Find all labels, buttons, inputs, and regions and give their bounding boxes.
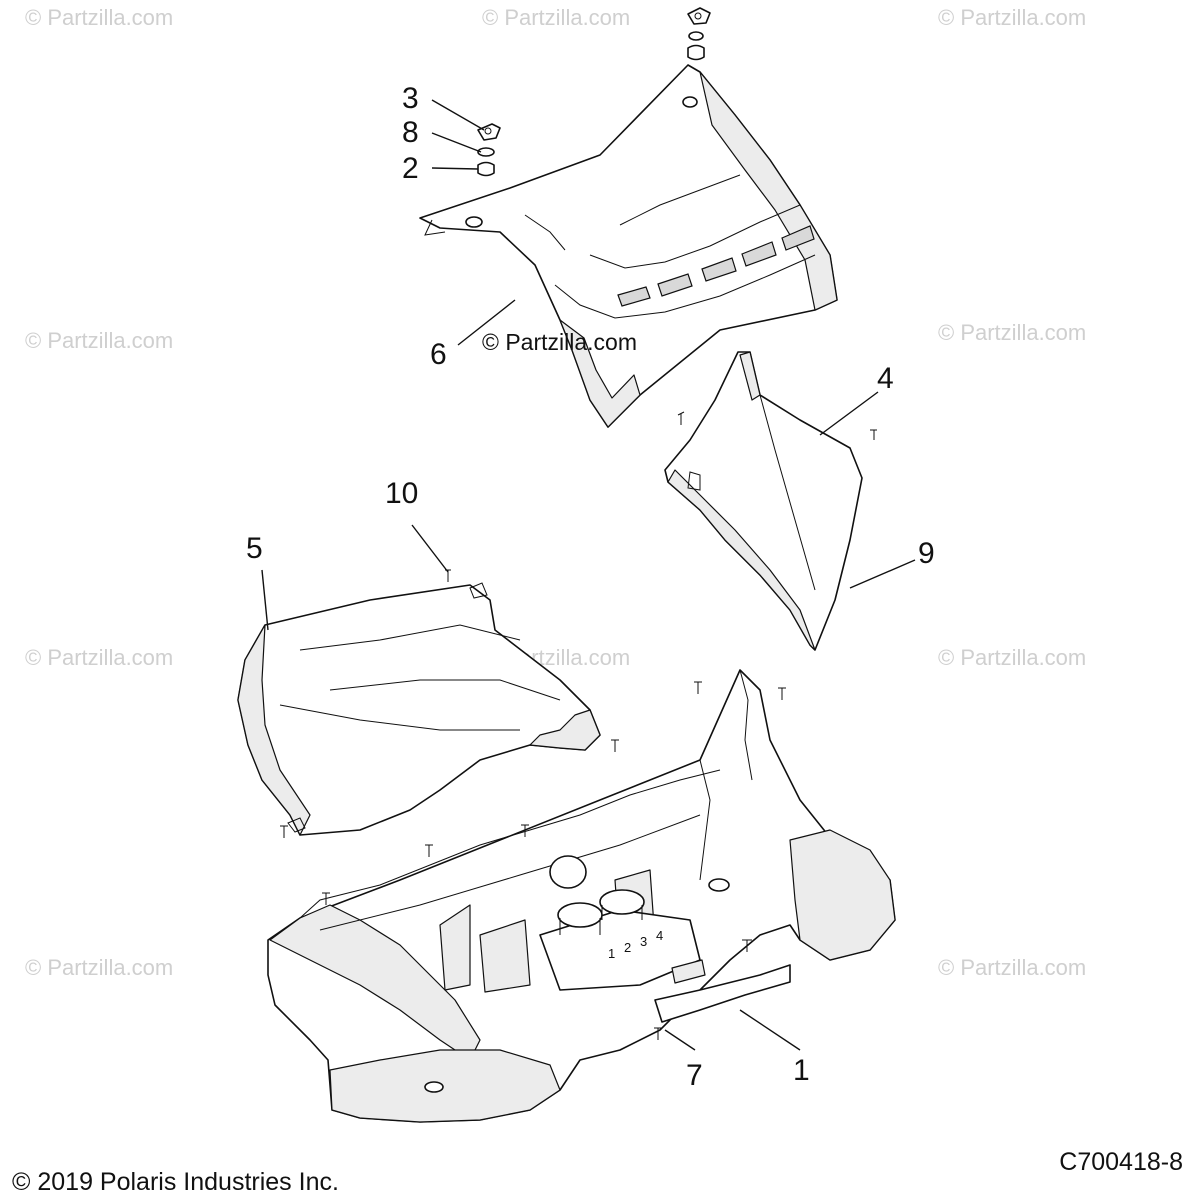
leader-line-3: [431, 99, 485, 131]
leader-line-10: [411, 524, 449, 573]
watermark: © Partzilla.com: [25, 5, 173, 30]
callout-3[interactable]: 3: [402, 82, 419, 115]
leader-line-6: [457, 299, 516, 346]
cupholder-label: 2: [624, 940, 631, 955]
diagram-code: C700418-8: [1059, 1148, 1183, 1176]
copyright-text: © 2019 Polaris Industries Inc.: [12, 1168, 339, 1196]
leader-line-5: [261, 569, 269, 631]
callout-1[interactable]: 1: [793, 1054, 810, 1087]
watermark: © Partzilla.com: [25, 955, 173, 980]
leader-line-8: [431, 132, 482, 153]
callout-10[interactable]: 10: [385, 477, 418, 510]
cupholder-label: 1: [608, 946, 615, 961]
callout-5[interactable]: 5: [246, 532, 263, 565]
cupholder-label: 3: [640, 934, 647, 949]
callout-6[interactable]: 6: [430, 338, 447, 371]
part-6-dash-upper[interactable]: [419, 64, 838, 428]
center-watermark: © Partzilla.com: [482, 329, 637, 355]
part-5-side-panel-left[interactable]: [237, 569, 601, 836]
callout-7[interactable]: 7: [686, 1059, 703, 1092]
leader-line-7: [664, 1029, 696, 1051]
watermark: © Partzilla.com: [938, 645, 1086, 670]
leader-lines: [261, 99, 916, 1051]
part-1-dash-floor[interactable]: 1 2 3 4: [267, 669, 896, 1123]
watermark: © Partzilla.com: [938, 955, 1086, 980]
fastener-stack-right[interactable]: [687, 7, 711, 61]
callout-9[interactable]: 9: [918, 537, 935, 570]
watermark: © Partzilla.com: [25, 328, 173, 353]
part-4-side-panel-right[interactable]: [664, 351, 877, 651]
leader-line-2: [431, 167, 479, 170]
screws: [280, 681, 786, 1040]
watermark: © Partzilla.com: [938, 320, 1086, 345]
callout-8[interactable]: 8: [402, 116, 419, 149]
leader-line-1: [739, 1009, 801, 1051]
cupholder-label: 4: [656, 928, 663, 943]
watermark: © Partzilla.com: [482, 5, 630, 30]
callout-labels: 3 8 2 6 4 10 5 9 7 1: [246, 82, 935, 1092]
watermark: © Partzilla.com: [938, 5, 1086, 30]
callout-2[interactable]: 2: [402, 152, 419, 185]
leader-line-9: [849, 559, 916, 589]
callout-4[interactable]: 4: [877, 362, 894, 395]
leader-line-4: [819, 391, 879, 436]
fastener-stack-left[interactable]: [477, 123, 501, 177]
watermark: © Partzilla.com: [25, 645, 173, 670]
